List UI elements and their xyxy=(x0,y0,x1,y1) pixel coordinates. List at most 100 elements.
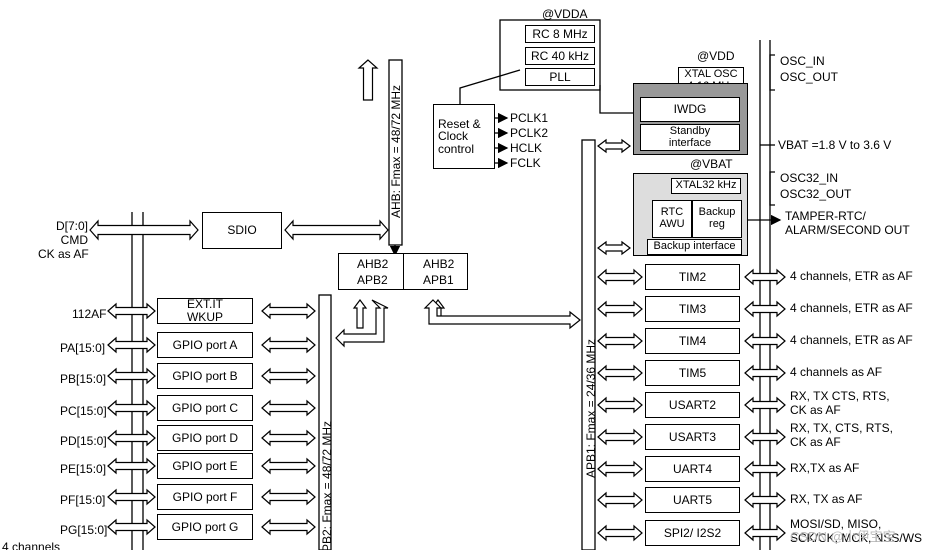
peripheral-desc: RX, TX, CTS, RTS, CK as AF xyxy=(790,421,893,449)
hclk: HCLK xyxy=(510,141,543,155)
double-arrow xyxy=(597,300,643,318)
pin-label: PF[15:0] xyxy=(60,493,106,507)
double-arrow xyxy=(107,429,156,447)
peripheral-desc: RX,TX as AF xyxy=(790,461,860,475)
double-arrow xyxy=(744,396,786,414)
up-arrow xyxy=(352,299,368,329)
double-arrow xyxy=(744,491,786,509)
osc-in: OSC_IN xyxy=(780,54,825,68)
double-arrow xyxy=(597,364,643,382)
xtal32-box: XTAL32 kHz xyxy=(671,178,741,194)
double-arrow xyxy=(261,302,316,320)
double-arrow xyxy=(261,367,316,385)
double-arrow xyxy=(597,138,631,154)
double-arrow xyxy=(261,518,316,536)
bottom-left-label: 4 channels xyxy=(2,540,61,550)
peripheral-block: TIM3 xyxy=(645,296,740,322)
apb2-link-arrow xyxy=(335,299,389,348)
double-arrow xyxy=(744,300,786,318)
pin-label: PA[15:0] xyxy=(60,341,106,355)
peripheral-block: TIM5 xyxy=(645,360,740,386)
pclk1: PCLK1 xyxy=(510,111,549,125)
osc32-in: OSC32_IN xyxy=(780,171,839,185)
double-arrow xyxy=(107,518,156,536)
double-arrow xyxy=(261,429,316,447)
double-arrow xyxy=(597,268,643,286)
backup-interface: Backup interface xyxy=(647,239,742,255)
rcc-box: Reset & Clock control xyxy=(433,104,495,169)
double-arrow xyxy=(107,367,156,385)
peripheral-block: USART2 xyxy=(645,392,740,418)
gpio-block: EXT.IT WKUP xyxy=(157,298,253,324)
gpio-block: GPIO port B xyxy=(157,363,253,389)
peripheral-desc: 4 channels, ETR as AF xyxy=(790,269,913,283)
peripheral-block: TIM4 xyxy=(645,328,740,354)
double-arrow xyxy=(261,457,316,475)
double-arrow xyxy=(744,268,786,286)
double-arrow xyxy=(107,399,156,417)
apb1-bus-label: APB1: Fmax = 24/36 MHz xyxy=(584,338,598,478)
pclk2: PCLK2 xyxy=(510,126,549,140)
gpio-block: GPIO port F xyxy=(157,484,253,510)
rtc-box: RTC AWU xyxy=(652,200,692,238)
peripheral-block: TIM2 xyxy=(645,264,740,290)
vdd-label: @VDD xyxy=(697,49,735,63)
double-arrow xyxy=(107,488,156,506)
peripheral-desc: 4 channels, ETR as AF xyxy=(790,333,913,347)
double-arrow xyxy=(597,396,643,414)
vbat-label: @VBAT xyxy=(690,157,733,171)
vbat-range: VBAT =1.8 V to 3.6 V xyxy=(778,138,892,152)
double-arrow xyxy=(744,460,786,478)
up-arrow xyxy=(357,59,379,101)
ahb-apb-bridge: AHB2 APB2 AHB2 APB1 xyxy=(338,253,468,290)
double-arrow xyxy=(597,524,643,542)
double-arrow xyxy=(107,302,156,320)
double-arrow xyxy=(107,336,156,354)
tamper-label: TAMPER-RTC/ ALARM/SECOND OUT xyxy=(785,209,910,237)
pll-box: PLL xyxy=(525,68,595,86)
pin-label: PC[15:0] xyxy=(60,404,107,418)
ahb-bus-label: AHB: Fmax = 48/72 MHz xyxy=(389,84,403,218)
vdda-label: @VDDA xyxy=(542,7,588,21)
standby-interface: Standby interface xyxy=(640,124,740,151)
peripheral-desc: RX, TX as AF xyxy=(790,492,863,506)
osc32-out: OSC32_OUT xyxy=(780,187,852,201)
peripheral-desc: RX, TX CTS, RTS, CK as AF xyxy=(790,389,890,417)
double-arrow xyxy=(261,399,316,417)
double-arrow xyxy=(597,460,643,478)
pin-label: 112AF xyxy=(72,307,107,321)
sdio-pins: D[7:0] CMD CK as AF xyxy=(38,219,89,261)
double-arrow xyxy=(107,457,156,475)
double-arrow xyxy=(261,488,316,506)
pin-label: PE[15:0] xyxy=(60,462,107,476)
peripheral-desc: MOSI/SD, MISO, SCK/CK, MCK, NSS/WS xyxy=(790,517,923,545)
gpio-block: GPIO port E xyxy=(157,453,253,479)
double-arrow xyxy=(744,332,786,350)
peripheral-desc: 4 channels, ETR as AF xyxy=(790,301,913,315)
gpio-block: GPIO port C xyxy=(157,395,253,421)
double-arrow xyxy=(284,219,389,241)
double-arrow xyxy=(89,219,199,241)
fclk: FCLK xyxy=(510,156,541,170)
watermark: CSDN @小伊宝宝 xyxy=(790,529,896,544)
backup-reg: Backup reg xyxy=(692,200,742,238)
apb1-link-arrow xyxy=(423,299,581,330)
pin-label: PD[15:0] xyxy=(60,434,107,448)
double-arrow xyxy=(597,240,631,256)
peripheral-block: UART4 xyxy=(645,456,740,482)
peripheral-block: SPI2/ I2S2 xyxy=(645,520,740,546)
sdio-box: SDIO xyxy=(202,212,282,249)
double-arrow xyxy=(597,332,643,350)
peripheral-desc: 4 channels as AF xyxy=(790,365,883,379)
gpio-block: GPIO port D xyxy=(157,425,253,451)
double-arrow xyxy=(744,364,786,382)
apb2-bus-label: APB2: Fmax = 48/72 MHz xyxy=(320,420,334,550)
peripheral-block: UART5 xyxy=(645,487,740,513)
double-arrow xyxy=(744,428,786,446)
gpio-block: GPIO port A xyxy=(157,332,253,358)
pin-label: PG[15:0] xyxy=(60,523,108,537)
pin-label: PB[15:0] xyxy=(60,372,107,386)
peripheral-block: USART3 xyxy=(645,424,740,450)
